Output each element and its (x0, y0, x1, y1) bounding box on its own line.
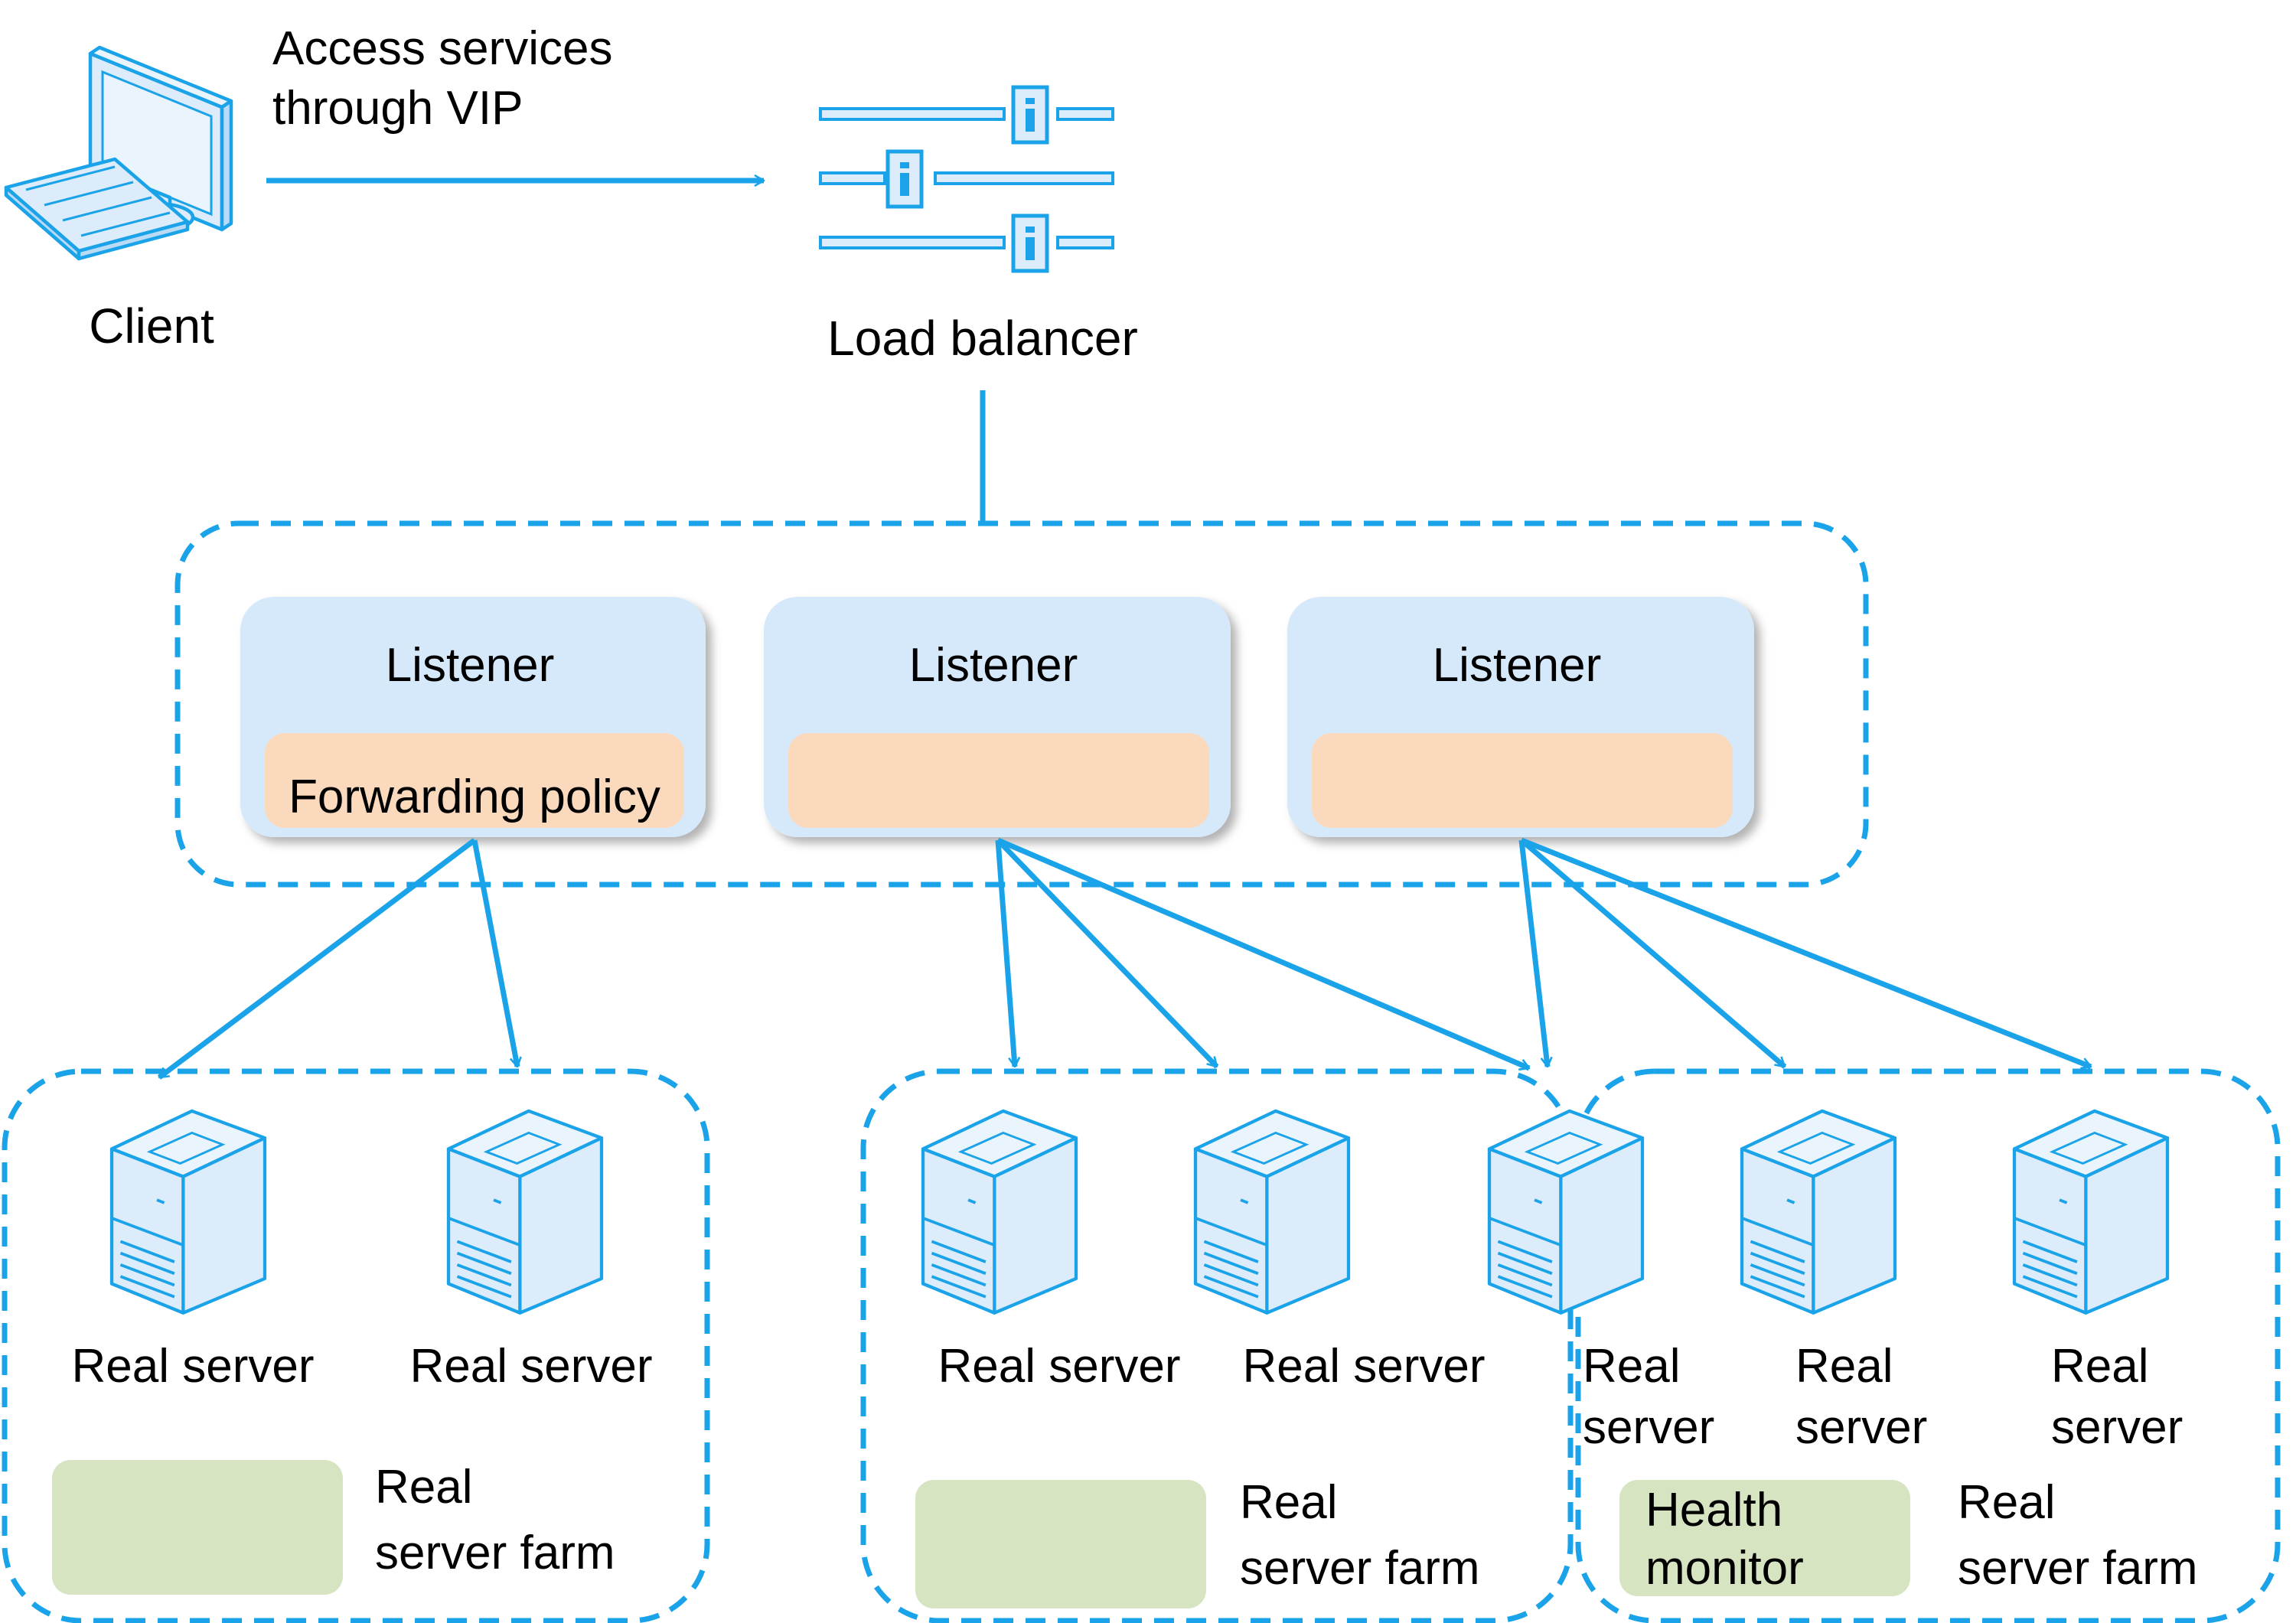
forwarding-policy-box (1312, 733, 1733, 828)
real-server-node: Real server (1195, 1111, 1486, 1393)
forward-arrow (1520, 837, 2091, 1067)
server-icon (1742, 1111, 1895, 1313)
listener-card: Listener (1287, 597, 1754, 837)
farm-label-line2: server farm (1958, 1542, 2197, 1595)
listener-label: Listener (386, 639, 555, 692)
real-server-node: Real server (410, 1111, 653, 1393)
listener-label: Listener (909, 639, 1078, 692)
real-server-label: Real server (1243, 1340, 1486, 1393)
load-balancer-node: Load balancer (819, 87, 1138, 366)
health-monitor-label-line2: monitor (1645, 1542, 1804, 1595)
farm-boundary (860, 1068, 1574, 1623)
server-icon (923, 1111, 1076, 1313)
server-icon (1489, 1111, 1642, 1313)
forwarding-arrows (157, 837, 2091, 1080)
real-server-label: server (2051, 1401, 2183, 1454)
listener-card: Listener Forwarding policy (240, 597, 706, 837)
farm-label-line2: server farm (375, 1527, 615, 1579)
forward-arrow (996, 837, 1529, 1071)
real-server-farm: Real server Real server Real server Heal… (1489, 1068, 2281, 1623)
client-node: Client (4, 45, 233, 354)
real-server-label: Real server (72, 1340, 315, 1393)
farm-boundary (2, 1068, 710, 1623)
farm-label-line1: Real (1958, 1476, 2056, 1529)
load-balancer-sliders-icon (819, 87, 1114, 271)
server-icon (448, 1111, 602, 1313)
real-server-label: Real (1795, 1340, 1893, 1393)
real-server-label: Real server (938, 1340, 1181, 1393)
real-server-node: Real server (1489, 1111, 1714, 1454)
forwarding-policy-box (788, 733, 1209, 828)
farm-badge (915, 1480, 1206, 1608)
real-server-label: server (1795, 1401, 1927, 1454)
access-annotation: Access services through VIP (272, 22, 612, 135)
real-server-node: Real server (72, 1111, 315, 1393)
real-server-node: Real server (923, 1111, 1181, 1393)
real-server-label: Real server (410, 1340, 653, 1393)
farm-boundary (1575, 1068, 2281, 1623)
access-label-line1: Access services (272, 22, 612, 75)
listener-group-boundary (174, 520, 1869, 888)
access-label-line2: through VIP (272, 82, 523, 135)
server-icon (1195, 1111, 1349, 1313)
farm-label-line1: Real (375, 1461, 473, 1514)
server-icon (112, 1111, 265, 1313)
forward-arrow (471, 839, 517, 1067)
listener-label: Listener (1433, 639, 1602, 692)
forward-arrow (995, 839, 1015, 1067)
client-label: Client (89, 298, 214, 354)
forward-arrow (1518, 839, 1548, 1067)
server-icon (2014, 1111, 2167, 1313)
real-server-label: Real (2051, 1340, 2149, 1393)
real-server-farm: Real server Real server Real server farm (860, 1068, 1574, 1623)
farm-label-line2: server farm (1240, 1542, 1479, 1595)
real-server-label: Real (1583, 1340, 1681, 1393)
forward-arrow (157, 838, 477, 1080)
real-server-label: server (1583, 1401, 1714, 1454)
desktop-computer-icon (4, 45, 233, 261)
forward-arrow (1519, 838, 1787, 1069)
real-server-farm: Real server Real server Real server farm (2, 1068, 710, 1623)
real-server-node: Real server (2014, 1111, 2183, 1454)
health-monitor-label-line1: Health (1645, 1484, 1782, 1537)
forward-arrow (996, 838, 1219, 1069)
load-balancer-label: Load balancer (827, 311, 1138, 366)
farm-label-line1: Real (1240, 1476, 1338, 1529)
health-monitor-badge (1619, 1480, 1910, 1596)
farm-badge (52, 1460, 343, 1595)
forwarding-policy-label: Forwarding policy (289, 771, 660, 823)
listener-card: Listener (764, 597, 1231, 837)
real-server-node: Real server (1742, 1111, 1927, 1454)
forwarding-policy-box (265, 733, 684, 828)
